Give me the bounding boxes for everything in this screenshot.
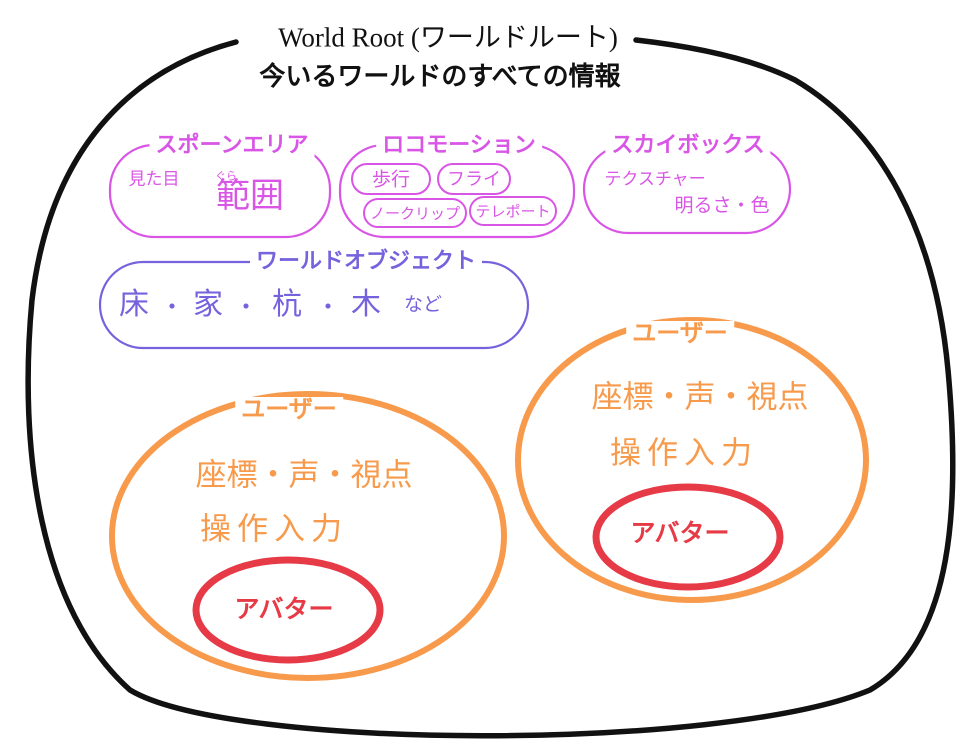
locomotion-item-teleport: テレポート <box>475 202 551 221</box>
world-objects-item-stake: 杭 <box>272 287 302 322</box>
root-title: World Root (ワールドルート) <box>278 22 618 53</box>
world-objects-title: ワールドオブジェクト <box>249 251 483 273</box>
locomotion-item-noclip: ノークリップ <box>369 204 461 223</box>
user-left-title: ユーザー <box>235 397 343 421</box>
user-right-input: 操作入力 <box>610 435 758 472</box>
skybox-item-brightness-color: 明るさ・色 <box>674 194 770 217</box>
locomotion-pill-fly <box>437 163 511 195</box>
world-objects-item-floor: 床 <box>119 287 149 322</box>
root-subtitle: 今いるワールドのすべての情報 <box>259 62 621 92</box>
avatar-left-label: アバター <box>234 594 334 624</box>
user-right-outline <box>515 317 869 603</box>
user-left-input: 操作入力 <box>200 511 348 548</box>
world-objects-item-house: 家 <box>193 287 223 322</box>
locomotion-pill-teleport <box>469 196 557 226</box>
avatar-right-label: アバター <box>630 518 730 548</box>
locomotion-item-fly: フライ <box>447 169 501 190</box>
locomotion-pill-noclip <box>363 198 467 228</box>
spawn-area-ruby: ぐら <box>215 169 237 183</box>
user-right-title: ユーザー <box>626 321 734 345</box>
locomotion-frame <box>338 143 576 239</box>
world-objects-item-tree: 木 <box>351 287 381 322</box>
avatar-left-outline <box>192 556 384 664</box>
locomotion-pill-walk <box>351 163 431 195</box>
spawn-area-title: スポーンエリア <box>149 135 315 157</box>
world-objects-separator: ・ <box>160 293 184 321</box>
locomotion-item-walk: 歩行 <box>371 168 411 191</box>
world-root-outline <box>25 37 956 739</box>
world-objects-separator: ・ <box>234 293 258 321</box>
skybox-item-texture: テクスチャー <box>604 169 706 190</box>
user-left-outline <box>109 391 507 681</box>
skybox-title: スカイボックス <box>605 135 771 157</box>
user-right-attributes: 座標・声・視点 <box>591 379 809 416</box>
avatar-right-outline <box>592 483 784 591</box>
spawn-area-item-range: 範囲 <box>216 176 284 216</box>
spawn-area-item-appearance: 見た目 <box>128 169 180 190</box>
world-objects-separator: ・ <box>316 293 340 321</box>
user-left-attributes: 座標・声・視点 <box>195 457 413 494</box>
world-objects-suffix: など <box>403 293 443 316</box>
locomotion-title: ロコモーション <box>376 135 542 157</box>
